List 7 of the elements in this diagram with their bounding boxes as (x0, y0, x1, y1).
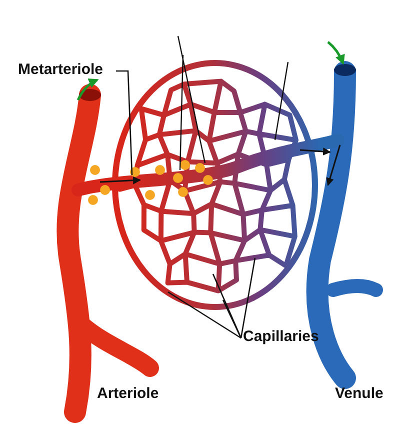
callout-label: Metarteriole (18, 61, 104, 79)
leader-line (240, 258, 256, 338)
leader-line (222, 300, 242, 338)
vessel-label: Arteriole (97, 385, 159, 403)
leader-line (168, 291, 242, 339)
leader-line (116, 70, 133, 176)
vessel-label: Venule (335, 385, 384, 403)
